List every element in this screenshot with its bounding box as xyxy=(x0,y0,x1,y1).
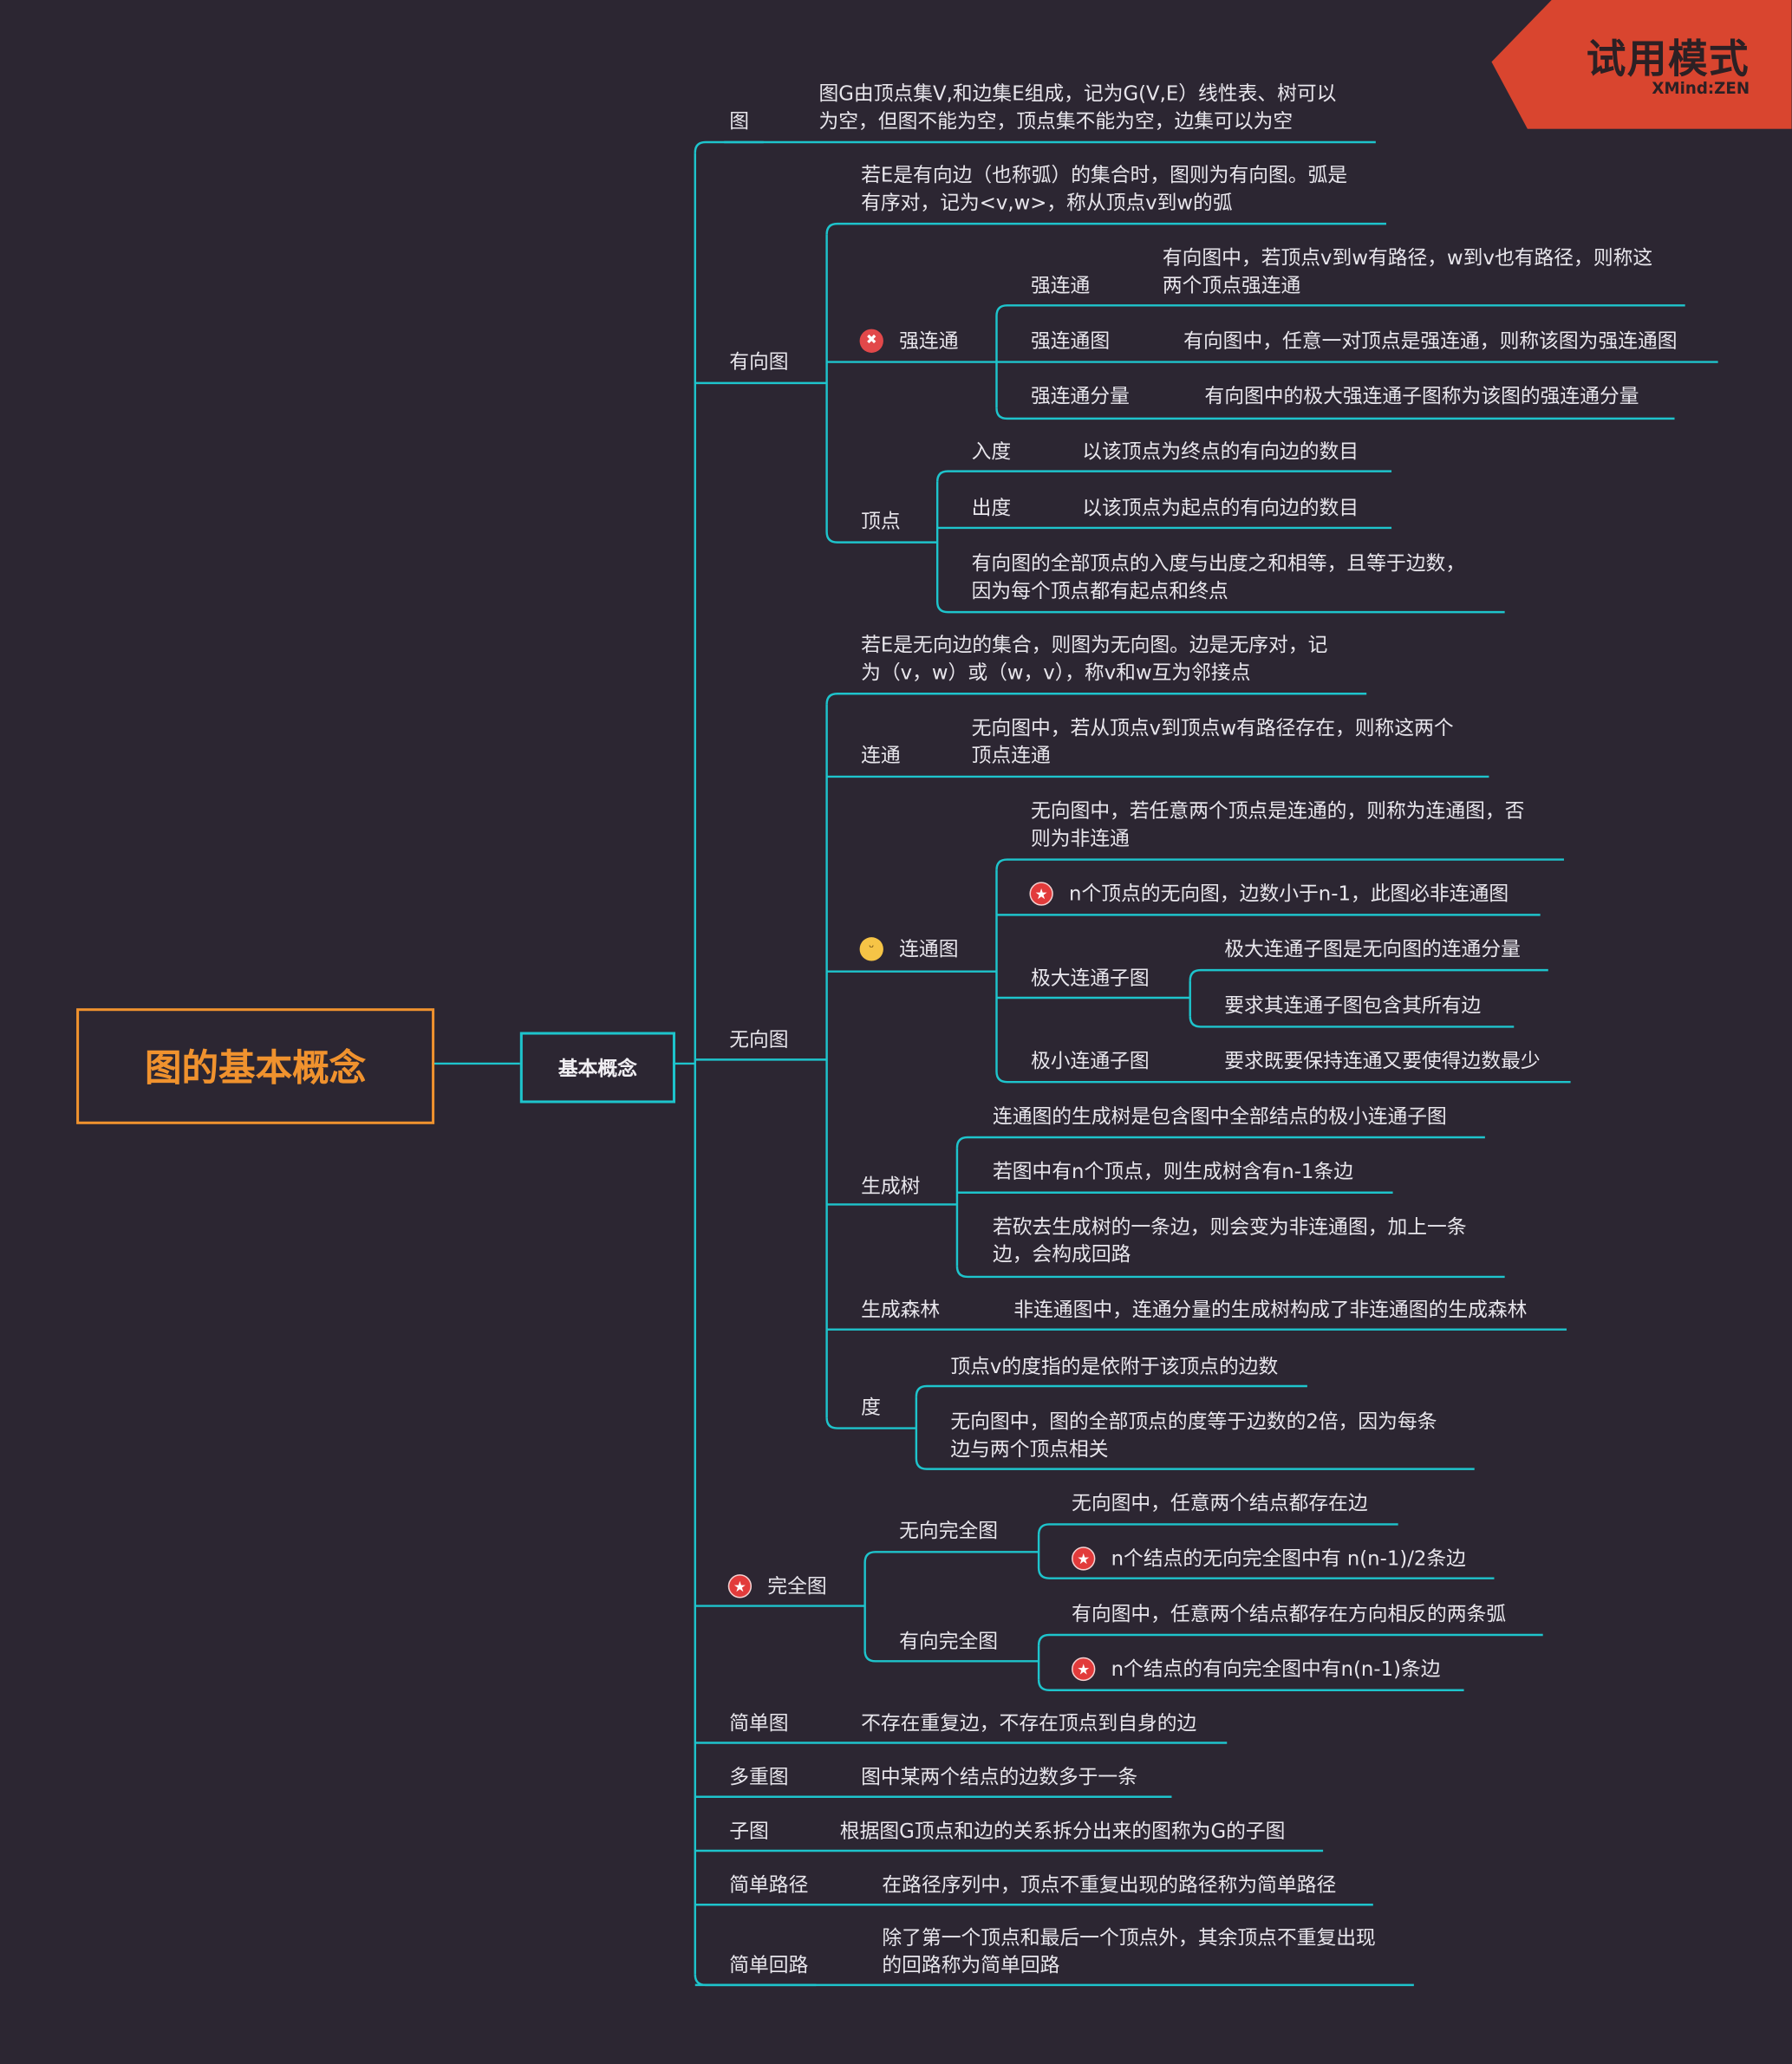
connected-desc-2: 顶点连通 xyxy=(971,743,1051,768)
undirected-desc-2: 为（v，w）或（w，v），称v和w互为邻接点 xyxy=(861,661,1251,685)
strong-component-desc: 有向图中的极大强连通子图称为该图的强连通分量 xyxy=(1204,384,1639,408)
angry-face-icon: ✖ xyxy=(859,329,883,353)
trial-watermark-title: 试用模式 xyxy=(1586,36,1750,83)
simple-path-desc: 在路径序列中，顶点不重复出现的路径称为简单路径 xyxy=(882,1872,1337,1898)
directed-complete-desc-2: n个结点的有向完全图中有n(n-1)条边 xyxy=(1111,1657,1441,1682)
strong-connect-desc-1: 有向图中，若顶点v到w有路径，w到v也有路径，则称这 xyxy=(1162,245,1653,270)
vertex-degree-desc-2: 因为每个顶点都有起点和终点 xyxy=(971,579,1228,603)
star-badge-icon: ★ xyxy=(1072,1546,1096,1571)
topic-subgraph[interactable]: 子图 xyxy=(729,1819,769,1843)
topic-degree[interactable]: 度 xyxy=(861,1395,881,1419)
multigraph-desc: 图中某两个结点的边数多于一条 xyxy=(861,1765,1138,1789)
connected-desc-1: 无向图中，若从顶点v到顶点w有路径存在，则称这两个 xyxy=(971,716,1454,740)
topic-directed-graph[interactable]: 有向图 xyxy=(729,349,789,374)
strong-connect-label[interactable]: 强连通 xyxy=(1030,273,1091,298)
degree-desc-1: 顶点v的度指的是依附于该顶点的边数 xyxy=(950,1354,1279,1378)
root-topic[interactable]: 图的基本概念 xyxy=(76,1008,435,1124)
directed-complete-desc-1: 有向图中，任意两个结点都存在方向相反的两条弧 xyxy=(1072,1602,1507,1626)
vertex-degree-desc-1: 有向图的全部顶点的入度与出度之和相等，且等于边数， xyxy=(971,551,1466,576)
spanning-tree-desc-3b: 边，会构成回路 xyxy=(992,1242,1131,1266)
topic-simple-cycle[interactable]: 简单回路 xyxy=(729,1953,809,1977)
topic-connected[interactable]: 连通 xyxy=(861,743,901,768)
strong-connected-graph-desc: 有向图中，任意一对顶点是强连通，则称该图为强连通图 xyxy=(1183,329,1678,353)
strong-component-label[interactable]: 强连通分量 xyxy=(1030,384,1130,408)
topic-simple-path[interactable]: 简单路径 xyxy=(729,1872,809,1898)
directed-complete-label[interactable]: 有向完全图 xyxy=(899,1629,999,1654)
trial-watermark: 试用模式 XMind:ZEN xyxy=(1491,0,1792,129)
spanning-tree-desc-2: 若图中有n个顶点，则生成树含有n-1条边 xyxy=(992,1159,1353,1184)
topic-simple-graph[interactable]: 简单图 xyxy=(729,1711,789,1735)
directed-desc-2: 有序对，记为<v,w>，称从顶点v到w的弧 xyxy=(861,191,1233,215)
strong-connect-desc-2: 两个顶点强连通 xyxy=(1162,273,1301,298)
simple-graph-desc: 不存在重复边，不存在顶点到自身的边 xyxy=(861,1711,1197,1735)
degree-desc-2b: 边与两个顶点相关 xyxy=(950,1437,1109,1462)
spanning-tree-desc-1: 连通图的生成树是包含图中全部结点的极小连通子图 xyxy=(992,1104,1447,1129)
maximal-subgraph-label[interactable]: 极大连通子图 xyxy=(1030,966,1150,990)
out-degree-label[interactable]: 出度 xyxy=(971,496,1012,520)
topic-undirected-graph[interactable]: 无向图 xyxy=(729,1027,789,1052)
spanning-forest-desc: 非连通图中，连通分量的生成树构成了非连通图的生成森林 xyxy=(1013,1298,1528,1322)
connected-graph-desc-1: 无向图中，若任意两个顶点是连通的，则称为连通图，否 xyxy=(1030,798,1525,824)
topic-graph-desc-1: 图G由顶点集V,和边集E组成，记为G(V,E）线性表、树可以 xyxy=(818,81,1337,106)
connected-graph-desc-2: 则为非连通 xyxy=(1030,826,1130,850)
topic-spanning-tree[interactable]: 生成树 xyxy=(861,1174,921,1198)
topic-complete-graph[interactable]: 完全图 xyxy=(767,1574,827,1598)
trial-watermark-brand: XMind:ZEN xyxy=(1652,79,1750,98)
topic-multigraph[interactable]: 多重图 xyxy=(729,1765,789,1789)
minimal-subgraph-label[interactable]: 极小连通子图 xyxy=(1030,1049,1150,1073)
maximal-subgraph-desc-2: 要求其连通子图包含其所有边 xyxy=(1224,993,1482,1018)
strong-connected-graph-label[interactable]: 强连通图 xyxy=(1030,329,1111,353)
undirected-desc-1: 若E是无向边的集合，则图为无向图。边是无序对，记 xyxy=(861,633,1328,657)
spanning-tree-desc-3a: 若砍去生成树的一条边，则会变为非连通图，加上一条 xyxy=(992,1214,1467,1239)
topic-connected-graph[interactable]: 连通图 xyxy=(899,937,959,961)
smile-face-icon: ᵕ xyxy=(859,937,883,961)
undirected-complete-desc-2: n个结点的无向完全图中有 n(n-1)/2条边 xyxy=(1111,1546,1466,1571)
topic-vertex[interactable]: 顶点 xyxy=(861,509,901,533)
directed-desc-1: 若E是有向边（也称弧）的集合时，图则为有向图。弧是 xyxy=(861,163,1348,187)
category-topic[interactable]: 基本概念 xyxy=(519,1032,675,1104)
degree-desc-2a: 无向图中，图的全部顶点的度等于边数的2倍，因为每条 xyxy=(950,1410,1437,1434)
maximal-subgraph-desc-1: 极大连通子图是无向图的连通分量 xyxy=(1224,937,1521,961)
topic-graph-desc-2: 为空，但图不能为空，顶点集不能为空，边集可以为空 xyxy=(818,109,1293,133)
out-degree-desc: 以该顶点为起点的有向边的数目 xyxy=(1082,496,1359,520)
in-degree-desc: 以该顶点为终点的有向边的数目 xyxy=(1082,439,1359,464)
simple-cycle-desc-1: 除了第一个顶点和最后一个顶点外，其余顶点不重复出现 xyxy=(882,1925,1376,1950)
simple-cycle-desc-2: 的回路称为简单回路 xyxy=(882,1953,1060,1977)
topic-graph[interactable]: 图 xyxy=(729,109,750,133)
star-badge-icon: ★ xyxy=(727,1574,753,1598)
connected-graph-star-note: n个顶点的无向图，边数小于n-1，此图必非连通图 xyxy=(1069,882,1509,906)
topic-spanning-forest[interactable]: 生成森林 xyxy=(861,1298,941,1322)
in-degree-label[interactable]: 入度 xyxy=(971,439,1012,464)
undirected-complete-label[interactable]: 无向完全图 xyxy=(899,1519,999,1543)
undirected-complete-desc-1: 无向图中，任意两个结点都存在边 xyxy=(1072,1491,1368,1515)
star-badge-icon: ★ xyxy=(1072,1657,1096,1682)
subgraph-desc: 根据图G顶点和边的关系拆分出来的图称为G的子图 xyxy=(839,1819,1286,1843)
star-badge-icon: ★ xyxy=(1029,882,1053,906)
minimal-subgraph-desc: 要求既要保持连通又要使得边数最少 xyxy=(1224,1049,1541,1073)
topic-strong-connect[interactable]: 强连通 xyxy=(899,329,959,353)
